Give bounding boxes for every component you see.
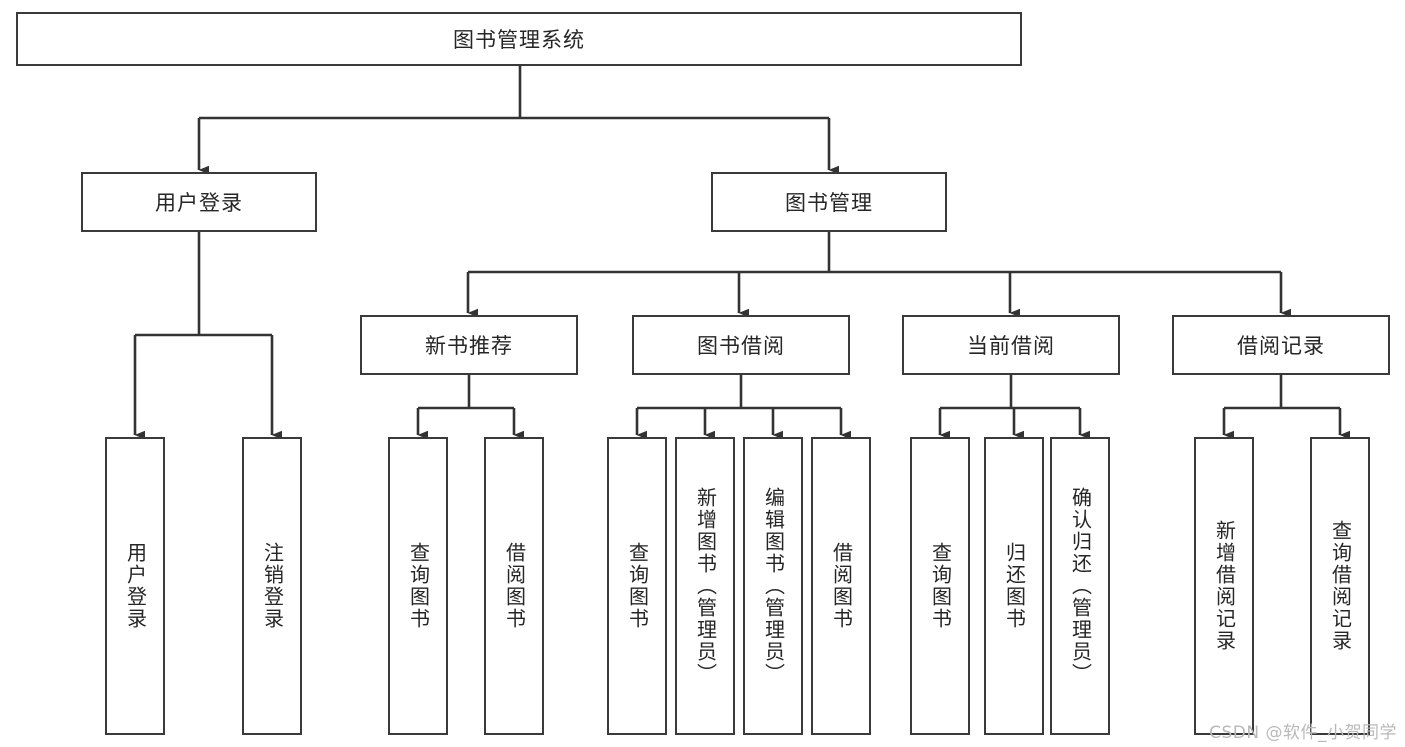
leaf-node-7[interactable]: 借阅图书 <box>811 437 871 735</box>
level2-node-0[interactable]: 用户登录 <box>81 172 317 232</box>
node-label: 注销登录 <box>260 542 285 630</box>
node-label: 图书借阅 <box>697 334 785 358</box>
node-label: 查询图书 <box>406 542 431 630</box>
csdn-watermark: CSDN @软件_小贺同学 <box>1209 723 1397 743</box>
node-label: 用户登录 <box>155 191 243 215</box>
leaf-node-2[interactable]: 查询图书 <box>388 437 448 735</box>
node-label: 新书推荐 <box>425 334 513 358</box>
leaf-node-12[interactable]: 查询借阅记录 <box>1310 437 1370 735</box>
node-label: 借阅记录 <box>1237 334 1325 358</box>
leaf-node-6[interactable]: 编辑图书（管理员） <box>743 437 803 735</box>
leaf-node-1[interactable]: 注销登录 <box>242 437 302 735</box>
node-label: 借阅图书 <box>502 542 527 630</box>
leaf-node-11[interactable]: 新增借阅记录 <box>1194 437 1254 735</box>
node-label: 图书管理系统 <box>453 28 585 52</box>
node-label: 查询图书 <box>625 542 650 630</box>
level3-node-2[interactable]: 当前借阅 <box>902 315 1120 375</box>
node-label: 新增图书（管理员） <box>693 487 718 685</box>
level3-node-3[interactable]: 借阅记录 <box>1172 315 1390 375</box>
level3-node-0[interactable]: 新书推荐 <box>360 315 578 375</box>
leaf-node-0[interactable]: 用户登录 <box>105 437 165 735</box>
node-label: 查询图书 <box>928 542 953 630</box>
leaf-node-8[interactable]: 查询图书 <box>910 437 970 735</box>
node-label: 当前借阅 <box>967 334 1055 358</box>
node-label: 借阅图书 <box>829 542 854 630</box>
leaf-node-5[interactable]: 新增图书（管理员） <box>675 437 735 735</box>
node-label: 编辑图书（管理员） <box>761 487 786 685</box>
level3-node-1[interactable]: 图书借阅 <box>632 315 850 375</box>
node-label: 用户登录 <box>123 542 148 630</box>
node-label: 查询借阅记录 <box>1328 520 1353 652</box>
leaf-node-3[interactable]: 借阅图书 <box>484 437 544 735</box>
node-label: 新增借阅记录 <box>1212 520 1237 652</box>
root-node-0[interactable]: 图书管理系统 <box>16 12 1022 66</box>
leaf-node-9[interactable]: 归还图书 <box>984 437 1044 735</box>
level2-node-1[interactable]: 图书管理 <box>711 172 947 232</box>
node-label: 确认归还（管理员） <box>1068 487 1093 685</box>
node-label: 图书管理 <box>785 191 873 215</box>
leaf-node-10[interactable]: 确认归还（管理员） <box>1050 437 1110 735</box>
leaf-node-4[interactable]: 查询图书 <box>607 437 667 735</box>
node-label: 归还图书 <box>1002 542 1027 630</box>
